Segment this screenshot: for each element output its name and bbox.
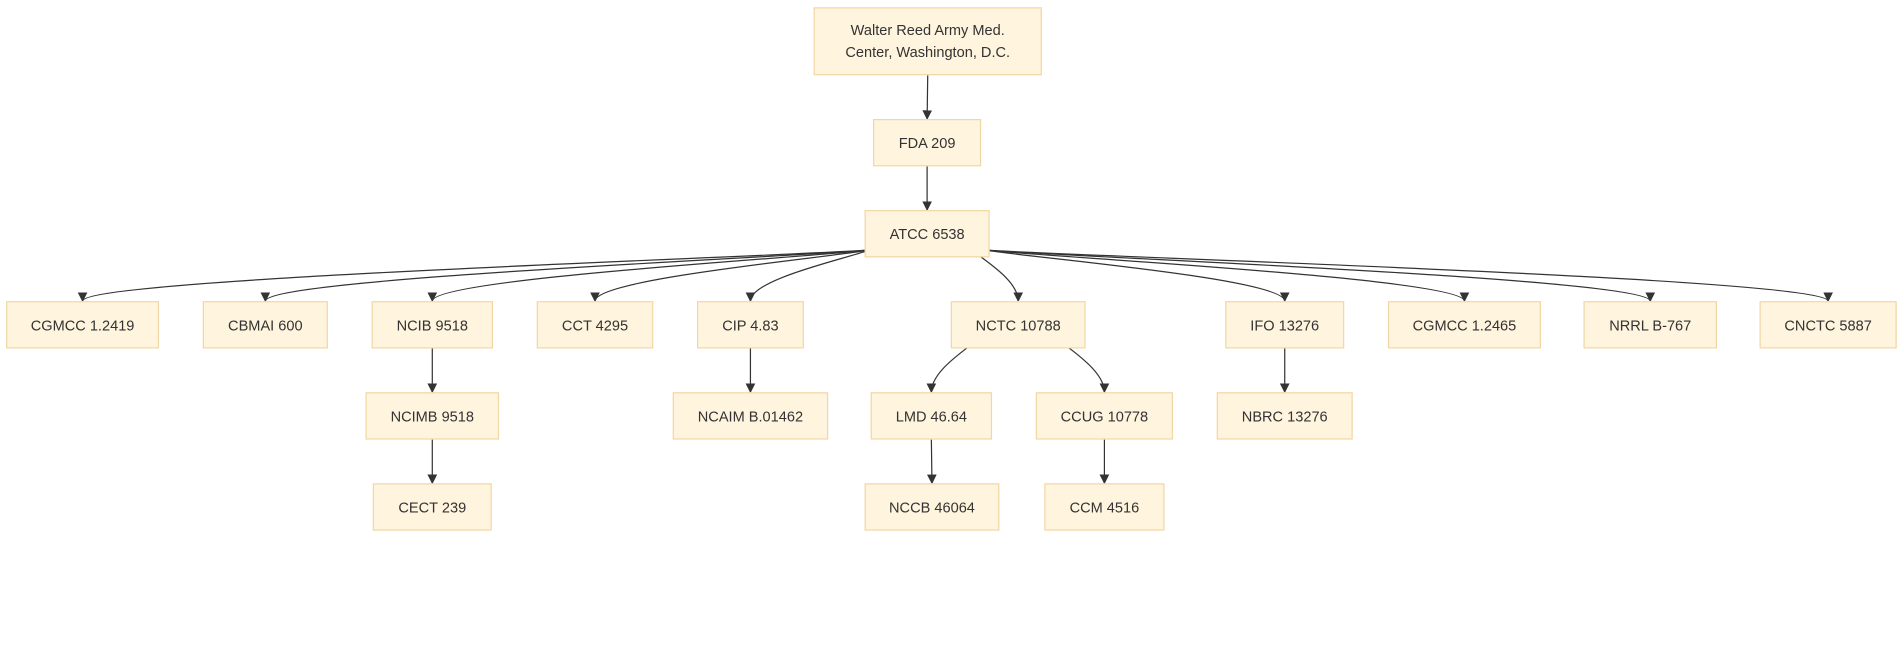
node-cip-4-83: CIP 4.83 bbox=[697, 301, 804, 349]
node-cgmcc-1-2419: CGMCC 1.2419 bbox=[6, 301, 160, 349]
edge-nctc_10788-to-lmd_46_64 bbox=[926, 340, 976, 394]
node-cct-4295: CCT 4295 bbox=[536, 301, 654, 349]
edge-atcc_6538-to-cgmcc_1_2419 bbox=[77, 249, 869, 303]
node-ccug-10778: CCUG 10778 bbox=[1035, 392, 1174, 440]
node-cbmai-600: CBMAI 600 bbox=[202, 301, 328, 349]
node-cect-239: CECT 239 bbox=[372, 483, 492, 531]
node-nrrl-b-767: NRRL B-767 bbox=[1583, 301, 1718, 349]
edge-atcc_6538-to-cgmcc_1_2465 bbox=[985, 249, 1470, 303]
edge-atcc_6538-to-cnctc_5887 bbox=[985, 249, 1833, 303]
edge-atcc_6538-to-cct_4295 bbox=[590, 249, 869, 303]
edge-lmd_46_64-to-nccb_46064 bbox=[926, 439, 937, 485]
node-ccm-4516: CCM 4516 bbox=[1044, 483, 1165, 531]
edge-atcc_6538-to-ifo_13276 bbox=[985, 249, 1290, 303]
edge-walter_reed-to-fda_209 bbox=[922, 75, 933, 120]
edge-atcc_6538-to-ncib_9518 bbox=[427, 249, 869, 303]
edge-atcc_6538-to-cbmai_600 bbox=[260, 249, 869, 303]
node-cnctc-5887: CNCTC 5887 bbox=[1759, 301, 1897, 349]
edge-atcc_6538-to-nctc_10788 bbox=[972, 249, 1024, 303]
node-ncaim-b-01462: NCAIM B.01462 bbox=[672, 392, 829, 440]
node-walter-reed: Walter Reed Army Med. Center, Washington… bbox=[813, 7, 1042, 76]
node-ncimb-9518: NCIMB 9518 bbox=[365, 392, 500, 440]
edge-atcc_6538-to-cip_4_83 bbox=[745, 249, 869, 303]
edge-atcc_6538-to-nrrl_b_767 bbox=[985, 249, 1655, 303]
edge-layer bbox=[77, 75, 1833, 485]
node-cgmcc-1-2465: CGMCC 1.2465 bbox=[1387, 301, 1541, 349]
node-nccb-46064: NCCB 46064 bbox=[864, 483, 1000, 531]
node-fda-209: FDA 209 bbox=[873, 119, 982, 167]
node-ncib-9518: NCIB 9518 bbox=[371, 301, 494, 349]
edge-nctc_10788-to-ccug_10778 bbox=[1060, 340, 1110, 394]
node-ifo-13276: IFO 13276 bbox=[1225, 301, 1345, 349]
node-nctc-10788: NCTC 10788 bbox=[950, 301, 1086, 349]
node-atcc-6538: ATCC 6538 bbox=[864, 210, 990, 258]
node-lmd-46-64: LMD 46.64 bbox=[870, 392, 993, 440]
node-nbrc-13276: NBRC 13276 bbox=[1216, 392, 1353, 440]
